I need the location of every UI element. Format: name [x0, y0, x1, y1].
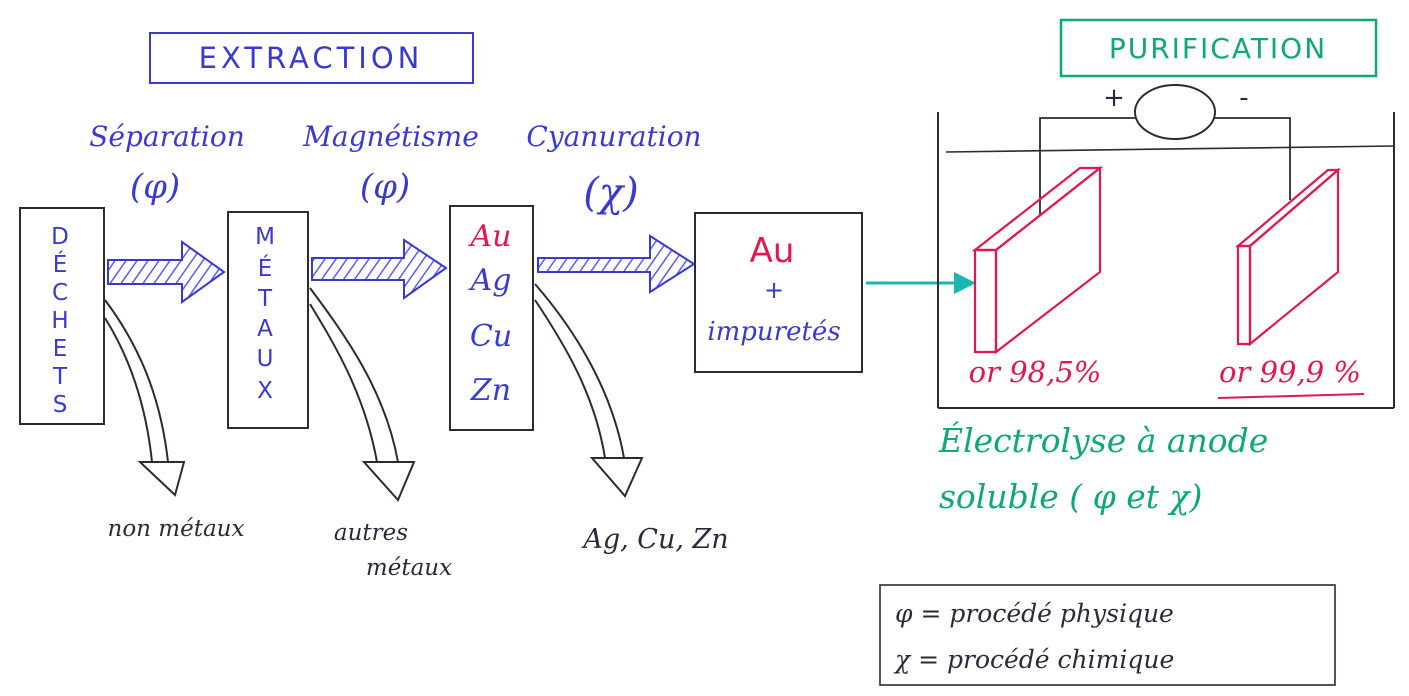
output-arrow-autres-metaux [309, 287, 416, 502]
dechets-letter: D [51, 224, 69, 250]
svg-text:PURIFICATION: PURIFICATION [1109, 32, 1327, 65]
au-impurities-box: Au + impuretés [694, 212, 863, 373]
mix-ag: Ag [468, 263, 512, 298]
hatched-arrow [537, 234, 696, 294]
step-cyanuration: Cyanuration (χ) [526, 120, 701, 216]
supply-minus: - [1239, 83, 1248, 113]
svg-text:impuretés: impuretés [707, 317, 840, 347]
svg-text:Au: Au [750, 231, 795, 271]
svg-text:or 99,9 %: or 99,9 % [1219, 355, 1361, 389]
svg-text:Cyanuration: Cyanuration [526, 120, 701, 153]
cathode-electrode [1234, 167, 1341, 347]
anode-label: or 98,5% [969, 355, 1102, 389]
cathode-label: or 99,9 % [1217, 355, 1365, 399]
metaux-letter: U [257, 346, 274, 372]
svg-text:EXTRACTION: EXTRACTION [199, 41, 424, 75]
dechets-letter: É [53, 250, 68, 278]
metaux-letter: X [257, 378, 273, 404]
anode-electrode [971, 165, 1104, 355]
svg-text:métaux: métaux [366, 555, 452, 581]
output-arrow-ag-cu-zn [534, 283, 644, 498]
legend-chimique: χ = procédé chimique [893, 645, 1174, 674]
output-autres-metaux: autres métaux [334, 520, 452, 581]
dechets-letter: C [52, 280, 68, 306]
hatched-arrow [107, 240, 226, 304]
electrolysis-caption-line1: Électrolyse à anode [938, 420, 1268, 460]
electrolysis-caption-line2: soluble ( φ et χ) [939, 477, 1202, 516]
purification-title: PURIFICATION [1059, 18, 1378, 78]
dechets-letter: E [53, 336, 68, 362]
svg-text:Séparation: Séparation [89, 120, 245, 153]
mix-au: Au [468, 219, 512, 254]
teal-arrow [866, 272, 976, 294]
electrolysis-cell [937, 112, 1395, 409]
mix-zn: Zn [470, 373, 511, 408]
svg-text:+: + [764, 276, 784, 304]
extraction-title: EXTRACTION [149, 32, 474, 84]
metaux-letter: T [257, 286, 273, 312]
metaux-letter: M [255, 224, 275, 250]
dechets-letter: S [53, 392, 68, 418]
dechets-letter: H [51, 308, 68, 334]
metaux-box: M É T A U X [227, 211, 309, 429]
mix-cu: Cu [470, 319, 512, 354]
mix-box: Au Ag Cu Zn [449, 205, 534, 431]
svg-text:(χ): (χ) [583, 170, 638, 216]
step-magnetisme: Magnétisme (φ) [302, 120, 479, 207]
supply-plus: + [1103, 83, 1125, 113]
svg-text:Magnétisme: Magnétisme [302, 120, 479, 153]
metaux-letter: É [258, 254, 273, 282]
svg-text:autres: autres [334, 520, 408, 546]
svg-text:(φ): (φ) [130, 167, 180, 207]
hatched-arrow [311, 238, 448, 300]
metaux-letter: A [257, 316, 273, 342]
dechets-box: D É C H E T S [19, 207, 105, 425]
dechets-letter: T [52, 364, 68, 390]
output-ag-cu-zn: Ag, Cu, Zn [580, 524, 728, 555]
svg-text:(φ): (φ) [360, 167, 410, 207]
output-non-metaux: non métaux [108, 516, 245, 542]
legend-box: φ = procédé physique χ = procédé chimiqu… [879, 584, 1336, 686]
output-arrow-non-metaux [104, 299, 186, 497]
power-supply: + - [1103, 83, 1249, 140]
legend-physique: φ = procédé physique [895, 599, 1174, 628]
step-separation: Séparation (φ) [89, 120, 245, 207]
